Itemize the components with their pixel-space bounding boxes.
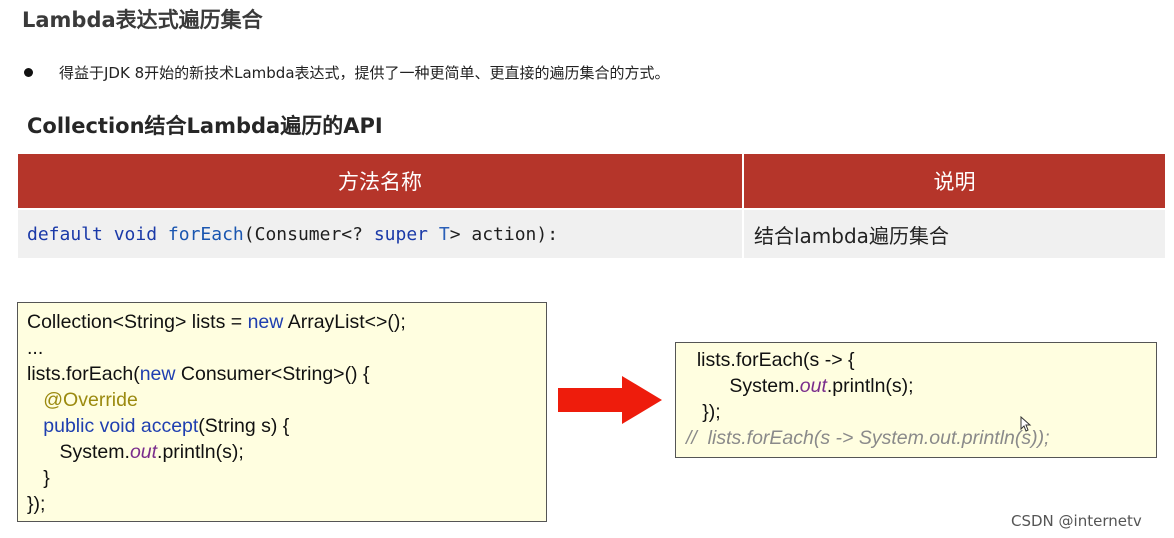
code-keyword: new (139, 363, 176, 385)
code-annotation: @Override (43, 389, 138, 411)
code-text: ... (27, 337, 44, 359)
method-signature: default void forEach(Consumer<? super T>… (18, 208, 744, 258)
code-line: ... (27, 335, 546, 361)
code-text: (String s) { (198, 415, 290, 437)
page-title: Lambda表达式遍历集合 (22, 8, 263, 32)
table-header-row: 方法名称 说明 (18, 154, 1165, 209)
code-keyword: new (247, 311, 284, 333)
code-line: }); (27, 491, 546, 517)
code-line: }); (686, 399, 1156, 425)
code-keyword: void (99, 415, 136, 437)
code-line: @Override (27, 387, 546, 413)
code-line: lists.forEach(new Consumer<String>() { (27, 361, 546, 387)
code-indent (27, 389, 43, 411)
code-text: }); (686, 401, 721, 423)
header-method-name: 方法名称 (18, 154, 744, 209)
code-text: ArrayList<>(); (283, 311, 406, 333)
code-text: Consumer<String>() { (175, 363, 370, 385)
code-line: lists.forEach(s -> { (686, 347, 1156, 373)
code-line: System.out.println(s); (686, 373, 1156, 399)
space (157, 224, 168, 245)
code-comment-line: // lists.forEach(s -> System.out.println… (686, 425, 1156, 451)
watermark: CSDN @internetv (1011, 512, 1142, 530)
mouse-cursor-icon (1020, 416, 1032, 432)
table-row: default void forEach(Consumer<? super T>… (18, 208, 1165, 258)
bullet-text: 得益于JDK 8开始的新技术Lambda表达式，提供了一种更简单、更直接的遍历集… (59, 64, 670, 82)
space (103, 224, 114, 245)
method-description: 结合lambda遍历集合 (743, 208, 1165, 258)
code-text: lists.forEach( (27, 363, 140, 385)
code-text: } (27, 467, 50, 489)
bullet-point: 得益于JDK 8开始的新技术Lambda表达式，提供了一种更简单、更直接的遍历集… (22, 62, 670, 83)
code-text: .println(s); (157, 441, 244, 463)
code-static-field: out (129, 441, 158, 463)
bullet-dot-icon (24, 68, 33, 77)
code-block-anonymous-class: Collection<String> lists = new ArrayList… (17, 302, 547, 522)
method-type-param: T (438, 223, 450, 245)
code-line: } (27, 465, 546, 491)
method-param-tail: > action): (449, 223, 559, 245)
code-text: }); (27, 493, 46, 515)
code-block-lambda: lists.forEach(s -> { System.out.println(… (675, 342, 1157, 458)
code-text: System. (686, 375, 800, 397)
code-text: lists.forEach(s -> { (686, 349, 855, 371)
section-subtitle: Collection结合Lambda遍历的API (27, 114, 383, 138)
code-line: Collection<String> lists = new ArrayList… (27, 309, 546, 335)
code-keyword: public (43, 415, 95, 437)
method-keyword-void: void (113, 223, 158, 245)
space (428, 224, 439, 245)
code-indent (27, 415, 43, 437)
right-arrow-icon (558, 376, 662, 424)
code-line: System.out.println(s); (27, 439, 546, 465)
method-keyword-default: default (27, 223, 103, 245)
code-static-field: out (799, 375, 827, 397)
code-text: System. (27, 441, 130, 463)
code-text: .println(s); (826, 375, 914, 397)
code-method-name: accept (140, 415, 199, 437)
code-comment: // lists.forEach(s -> System.out.println… (686, 427, 1050, 449)
code-line: public void accept(String s) { (27, 413, 546, 439)
method-name-foreach: forEach (167, 223, 244, 245)
api-table: 方法名称 说明 default void forEach(Consumer<? … (18, 154, 1165, 258)
method-keyword-super: super (373, 223, 428, 245)
code-text: Collection<String> lists = (27, 311, 248, 333)
header-description: 说明 (743, 154, 1165, 209)
method-param-type: (Consumer<? (243, 223, 374, 245)
